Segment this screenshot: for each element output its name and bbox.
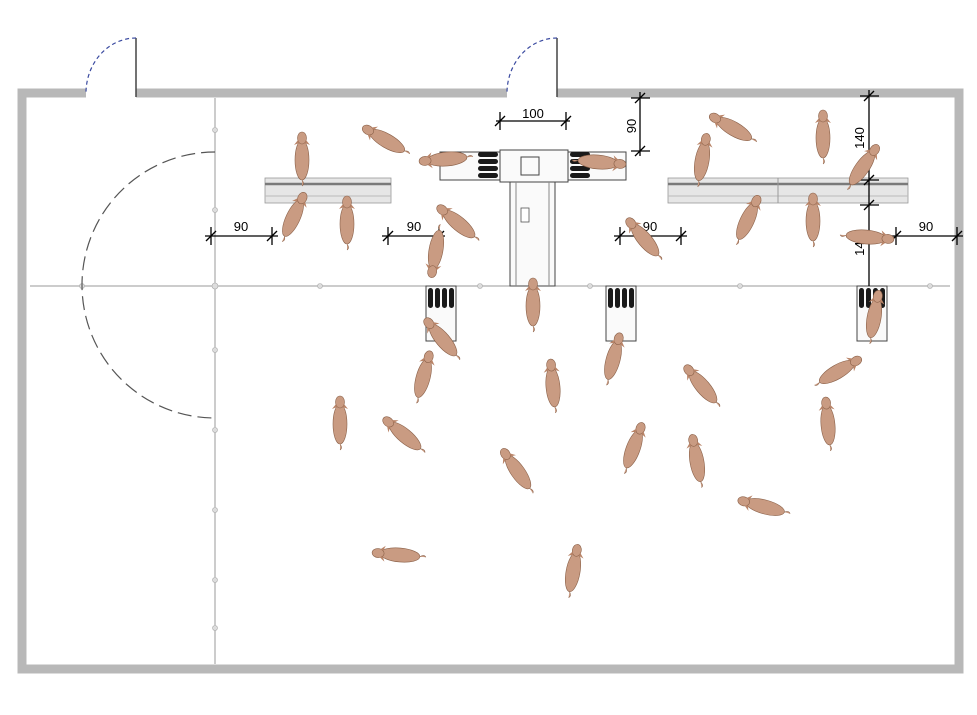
- trough-right: [667, 177, 909, 204]
- central-feeding-station[interactable]: [439, 149, 627, 287]
- pig-icon: [560, 542, 587, 600]
- pig-icon: [408, 348, 439, 406]
- pig-icon: [683, 432, 710, 490]
- door-swing-icon: [506, 37, 558, 94]
- divider-posts: [79, 127, 933, 631]
- dimension-passage-left: 90: [205, 219, 278, 245]
- pig-icon: [705, 107, 762, 150]
- door-left[interactable]: [85, 37, 137, 98]
- pig-icon: [358, 119, 415, 162]
- pig-icon: [377, 411, 431, 460]
- dimension-station-depth-top: 90: [624, 92, 650, 157]
- feeding-station-lower-center[interactable]: [605, 285, 637, 342]
- barn-outer-wall: [17, 88, 964, 674]
- dimension-label: 90: [919, 219, 933, 234]
- pig-icon: [616, 419, 651, 477]
- pig-icon: [817, 395, 839, 453]
- pig-icon: [422, 222, 449, 280]
- pig-icon: [494, 443, 540, 499]
- dimension-label: 100: [522, 106, 544, 121]
- pig-icon: [814, 109, 832, 165]
- pig-icon: [678, 359, 727, 413]
- gate-swing-arc: [81, 151, 216, 419]
- pig-icon: [370, 544, 428, 566]
- dimension-passage-right: 90: [890, 219, 963, 245]
- dimension-label: 90: [407, 219, 421, 234]
- door-center[interactable]: [506, 37, 558, 98]
- dimension-label: 140: [852, 127, 867, 149]
- trough-left: [264, 177, 392, 204]
- dimension-label: 90: [643, 219, 657, 234]
- door-swing-icon: [85, 37, 137, 94]
- pig-icon: [735, 491, 793, 522]
- pig-icon: [542, 357, 564, 415]
- dimension-label: 90: [234, 219, 248, 234]
- dimension-label: 90: [624, 119, 639, 133]
- pig-icon: [331, 395, 349, 451]
- pig-icon: [838, 226, 896, 248]
- pig-icon: [338, 195, 356, 251]
- pig-icon: [809, 350, 866, 393]
- dimension-feeder-width: 100: [494, 106, 572, 130]
